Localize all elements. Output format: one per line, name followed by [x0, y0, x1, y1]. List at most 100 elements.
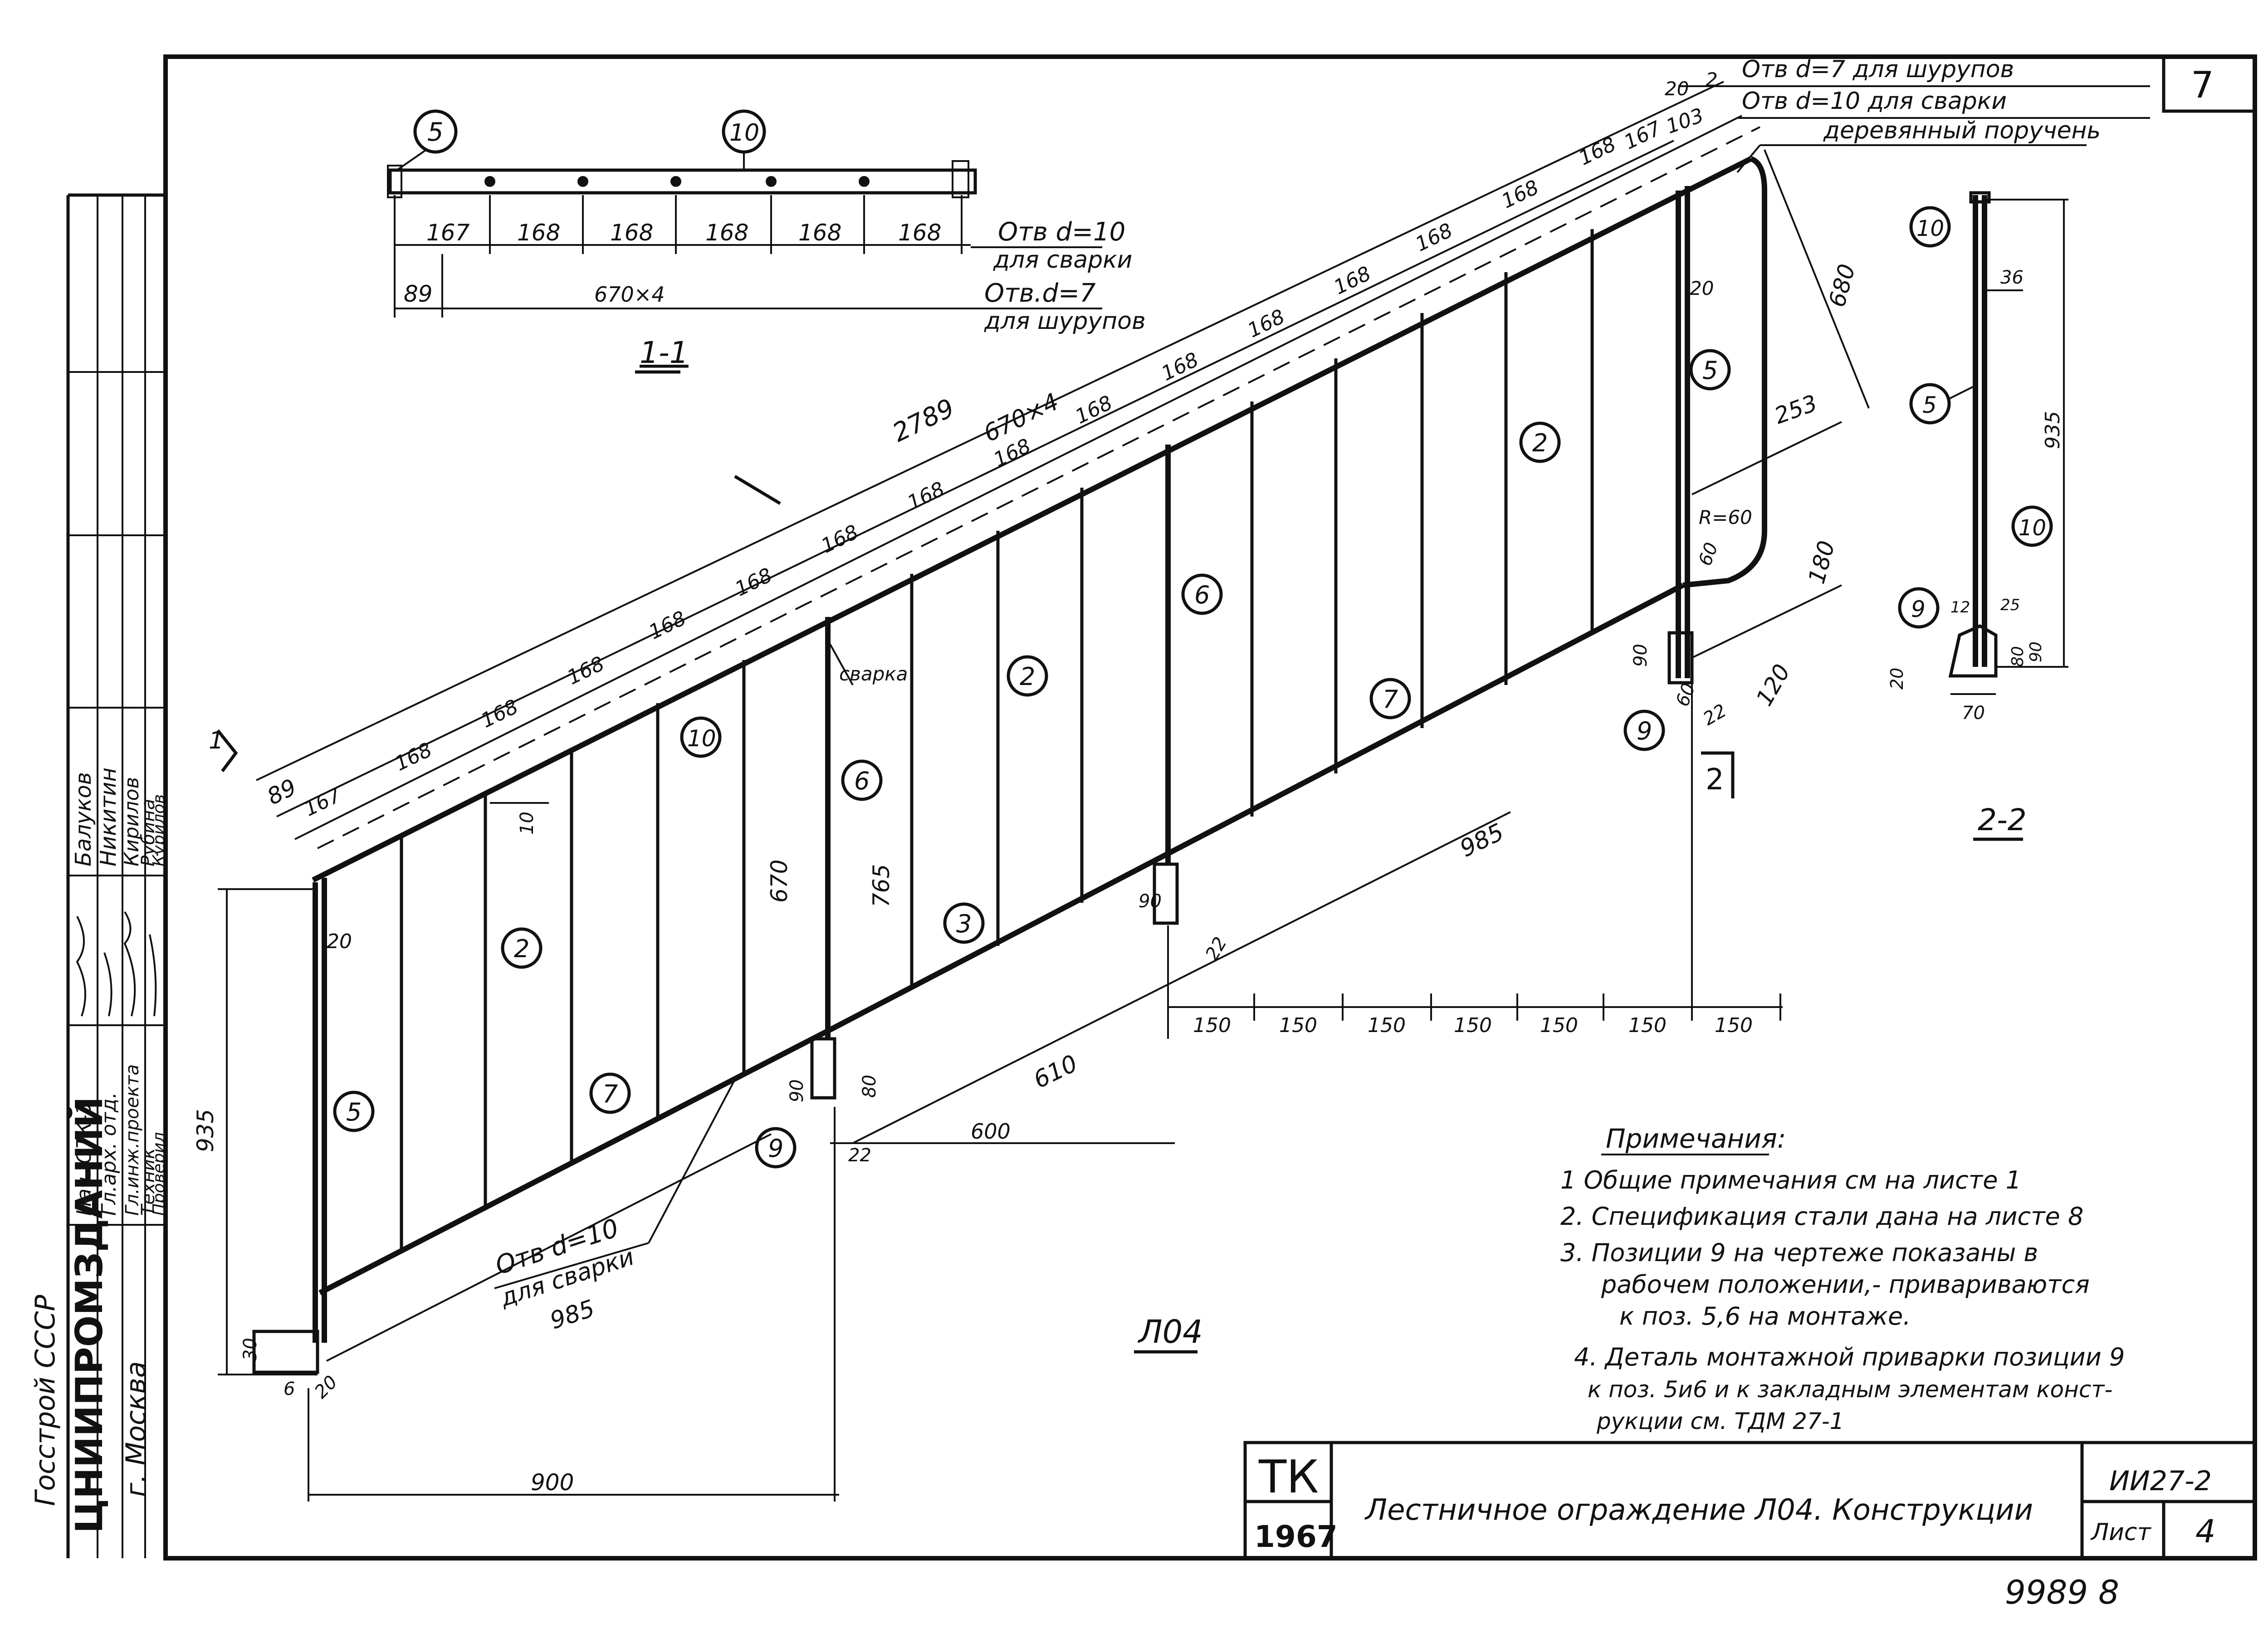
- s22-dim-90: 90: [2027, 641, 2045, 662]
- callout: 9: [1623, 709, 1665, 751]
- svg-text:9: 9: [768, 1134, 783, 1163]
- org-gosstroy: Госстрой СССР: [29, 1294, 61, 1506]
- note-3c: к поз. 5,6 на монтаже.: [1619, 1302, 1911, 1331]
- dim-935: 935: [192, 1109, 219, 1152]
- svg-text:2: 2: [1020, 662, 1035, 691]
- s11-label: 1-1: [640, 335, 689, 370]
- svg-text:5: 5: [1702, 356, 1718, 385]
- svg-text:10: 10: [687, 725, 716, 752]
- role-5: Проверил: [150, 1132, 168, 1216]
- note-4: 4. Деталь монтажной приварки позиции 9: [1574, 1343, 2125, 1371]
- callout: 2: [1519, 421, 1561, 463]
- callout: 2: [1007, 655, 1048, 697]
- dim-985-left-line: [326, 1133, 772, 1362]
- section-1-1-hole: [484, 176, 495, 187]
- section-1-1-end-right: [952, 160, 969, 198]
- tb-year: 1967: [1254, 1519, 1338, 1554]
- tb-sheet-no: 4: [2195, 1513, 2216, 1550]
- callout: 6: [841, 759, 883, 801]
- s22-dim-80: 80: [2009, 646, 2027, 667]
- bottom-spacing-4: 150: [1454, 1014, 1492, 1037]
- spacing-16: 168: [1575, 132, 1619, 170]
- section-1-1-hole: [859, 176, 870, 187]
- bracket-mid-2: [1153, 862, 1179, 925]
- svg-text:6: 6: [1194, 581, 1210, 609]
- main-label: Л04: [1137, 1313, 1203, 1350]
- s11-hole-screw-1: Отв.d=7: [984, 279, 1096, 308]
- s11-start: 89: [404, 281, 433, 307]
- dim-right-ext: [1691, 584, 1842, 659]
- s22-callout-10b-text: 10: [2019, 515, 2046, 541]
- top-note-3: деревянный поручень: [1823, 117, 2101, 144]
- s22-callout-9-text: 9: [1911, 596, 1926, 622]
- spacing-1: 167: [300, 783, 345, 821]
- s11-dim-1: 167: [426, 220, 470, 246]
- s11-callout-5-leader: [396, 149, 427, 171]
- corner-number-box: [2162, 55, 2256, 113]
- top-note-pointer: [1736, 144, 1761, 173]
- callout: 7: [1369, 678, 1411, 719]
- signature-scribbles: [76, 911, 157, 1017]
- note-3b: рабочем положении,- привариваются: [1601, 1270, 2090, 1299]
- bottom-spacing-2: 150: [1279, 1014, 1317, 1037]
- s22-cap: [1969, 191, 1991, 204]
- svg-text:3: 3: [956, 910, 972, 938]
- bottom-spacing-3: 150: [1368, 1014, 1406, 1037]
- callout: 3: [943, 902, 985, 944]
- callout: 5: [333, 1091, 375, 1132]
- bottom-rail-right: [829, 582, 1684, 1032]
- tb-tk: ТК: [1258, 1450, 1319, 1503]
- dim-30: 30: [240, 1338, 261, 1361]
- footer-number: 9989 8: [2005, 1573, 2119, 1611]
- dim-80-low: 80: [859, 1075, 880, 1098]
- handrail-wood-top: [294, 115, 1742, 840]
- svg-text:2: 2: [514, 934, 529, 963]
- dim-top-2: 2: [1706, 68, 1718, 91]
- tb-sheet-label: Лист: [2090, 1519, 2151, 1546]
- s11-dim-5: 168: [798, 220, 841, 246]
- s22-bracket: [1948, 624, 1998, 678]
- top-note-1: Отв d=7 для шурупов: [1742, 56, 2014, 83]
- dim-90-low: 90: [787, 1079, 807, 1102]
- hole-weld-leader-2: [648, 1079, 736, 1243]
- dim-60a: 60: [1695, 540, 1722, 569]
- dim-180: 180: [1804, 538, 1840, 587]
- callout: 10: [680, 716, 722, 758]
- spacing-6: 168: [731, 563, 776, 601]
- s22-dim-935: 935: [2041, 411, 2064, 449]
- dim-89: 89: [263, 774, 301, 810]
- spacing-5: 168: [645, 607, 689, 644]
- s22-dim-70: 70: [1962, 703, 1985, 724]
- dim-610-line: [852, 811, 1511, 1144]
- s11-callout-5: [413, 109, 458, 154]
- s22-callout-10a-text: 10: [1916, 216, 1944, 241]
- svg-text:7: 7: [1383, 685, 1398, 714]
- balusters: [400, 229, 1594, 1250]
- section-mark-1: 1: [209, 727, 224, 754]
- s22-callout-5-leader: [1948, 385, 1976, 400]
- section-1-1: 167 168 168 168 168 168 89 670×4 Отв d=1…: [387, 109, 1146, 374]
- bottom-spacing-5: 150: [1540, 1014, 1578, 1037]
- name-3: Кирилов: [120, 777, 143, 866]
- section-2-2: 36 935 12 25 20 80 90 70 10 5 10 9 2-2: [1887, 191, 2068, 841]
- dim-900: 900: [531, 1469, 574, 1496]
- section-1-1-hole: [670, 176, 681, 187]
- dim-680-line: [1764, 149, 1870, 409]
- dim-90-right: 90: [1630, 644, 1651, 667]
- top-note-2: Отв d=10 для сварки: [1742, 88, 2007, 115]
- note-3: 3. Позиции 9 на чертеже показаны в: [1560, 1238, 2038, 1267]
- bottom-spacing-1: 150: [1193, 1014, 1231, 1037]
- bottom-spacing-7: 150: [1715, 1014, 1753, 1037]
- dim-103: 103: [1663, 104, 1706, 139]
- dim-20-base: 20: [311, 1372, 342, 1403]
- role-4: Техник: [138, 1148, 159, 1216]
- weld-leader: [829, 644, 854, 685]
- dim-670: 670: [766, 860, 792, 903]
- callout: 7: [589, 1072, 631, 1114]
- s22-dim-25: 25: [2000, 596, 2020, 614]
- spacing-13: 168: [1330, 262, 1374, 299]
- dim-680: 680: [1824, 261, 1861, 310]
- role-2: Гл.арх. отд.: [98, 1092, 121, 1216]
- name-2: Никитин: [96, 768, 121, 866]
